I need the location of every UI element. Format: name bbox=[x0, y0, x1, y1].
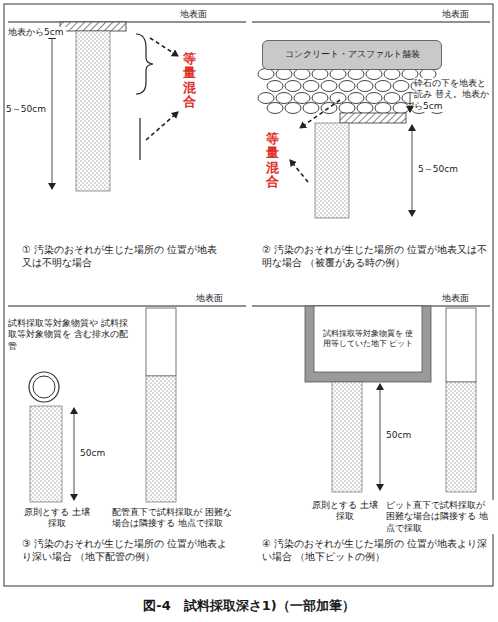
figure-caption: 図-4 試料採取深さ1)（一部加筆） bbox=[0, 598, 498, 614]
annotation: 5～50cm bbox=[6, 104, 50, 115]
gravel-stone bbox=[357, 81, 373, 92]
gravel-stone bbox=[348, 69, 364, 80]
gravel-stone bbox=[285, 103, 301, 114]
gravel-stone bbox=[294, 69, 310, 80]
ground-label: 地表面 bbox=[442, 9, 488, 20]
annotation: 地表から5cm bbox=[8, 27, 66, 38]
gravel-stone bbox=[339, 103, 355, 114]
annotation: 5～50cm bbox=[418, 164, 478, 175]
gravel-stone bbox=[357, 103, 373, 114]
gravel-stone bbox=[285, 81, 301, 92]
gravel-stone bbox=[375, 81, 391, 92]
annotation: 配管直下で試料採取が 困難な場合は隣接する 地点で採取 bbox=[112, 507, 232, 530]
mix-note: 等量混合 bbox=[266, 132, 279, 189]
gravel-stone bbox=[330, 69, 346, 80]
gravel-stone bbox=[321, 81, 337, 92]
gravel-stone bbox=[375, 103, 391, 114]
gravel-stone bbox=[303, 103, 319, 114]
node-text: コンクリート・アスファルト舗装 bbox=[285, 49, 420, 60]
gravel-stone bbox=[258, 93, 274, 104]
gravel-stone bbox=[321, 103, 337, 114]
gravel-stone bbox=[366, 69, 382, 80]
gravel-stone bbox=[294, 93, 310, 104]
annotation: 50cm bbox=[386, 430, 426, 441]
gravel-stone bbox=[312, 93, 328, 104]
annotation: 原則とする 土壌採取 bbox=[22, 507, 92, 530]
panel-caption: ① 汚染のおそれが生じた場所の 位置が地表又は不明な場合 bbox=[22, 244, 222, 269]
gravel-stone bbox=[384, 93, 400, 104]
annotation: 50cm bbox=[80, 448, 120, 459]
gravel-stone bbox=[393, 103, 409, 114]
gravel-stone bbox=[339, 81, 355, 92]
node-text: 試料採取等対象物質を 使用等していた地下 ピット bbox=[319, 329, 417, 349]
panel-caption: ④ 汚染のおそれが生じた場所の 位置が地表より深い場合 （地下ピットの例） bbox=[262, 538, 488, 563]
gravel-stone bbox=[267, 103, 283, 114]
gravel-stone bbox=[276, 93, 292, 104]
ground-label: 地表面 bbox=[196, 293, 242, 304]
gravel-stone bbox=[303, 81, 319, 92]
gravel-stone bbox=[366, 93, 382, 104]
gravel-stone bbox=[258, 69, 274, 80]
annotation: 砕石の下を地表と読み 替え。地表から5cm bbox=[414, 78, 492, 112]
annotation: 原則とする 土壌採取 bbox=[310, 500, 380, 523]
ground-label: 地表面 bbox=[442, 293, 488, 304]
ground-label: 地表面 bbox=[180, 9, 240, 20]
gravel-stone bbox=[267, 81, 283, 92]
pit-box: 試料採取等対象物質を 使用等していた地下 ピット bbox=[316, 308, 420, 370]
panel-caption: ③ 汚染のおそれが生じた場所の 位置が地表より深い場合 （地下配管の例） bbox=[22, 538, 234, 563]
mix-note: 等量混合 bbox=[183, 52, 196, 109]
gravel-stone bbox=[276, 69, 292, 80]
pavement-band: コンクリート・アスファルト舗装 bbox=[262, 40, 442, 70]
gravel-stone bbox=[384, 69, 400, 80]
gravel-stone bbox=[312, 69, 328, 80]
annotation: 試料採取等対象物質や 試料採取等対象物質を 含む排水の配管 bbox=[8, 318, 128, 352]
gravel-stone bbox=[393, 81, 409, 92]
panel-caption: ② 汚染のおそれが生じた場所の 位置が地表又は不明な場合 （被覆がある時の例） bbox=[262, 244, 488, 269]
gravel-stone bbox=[348, 93, 364, 104]
annotation: ピット直下で試料採取が 困難な場合は隣接する 地点で採取 bbox=[386, 500, 494, 534]
